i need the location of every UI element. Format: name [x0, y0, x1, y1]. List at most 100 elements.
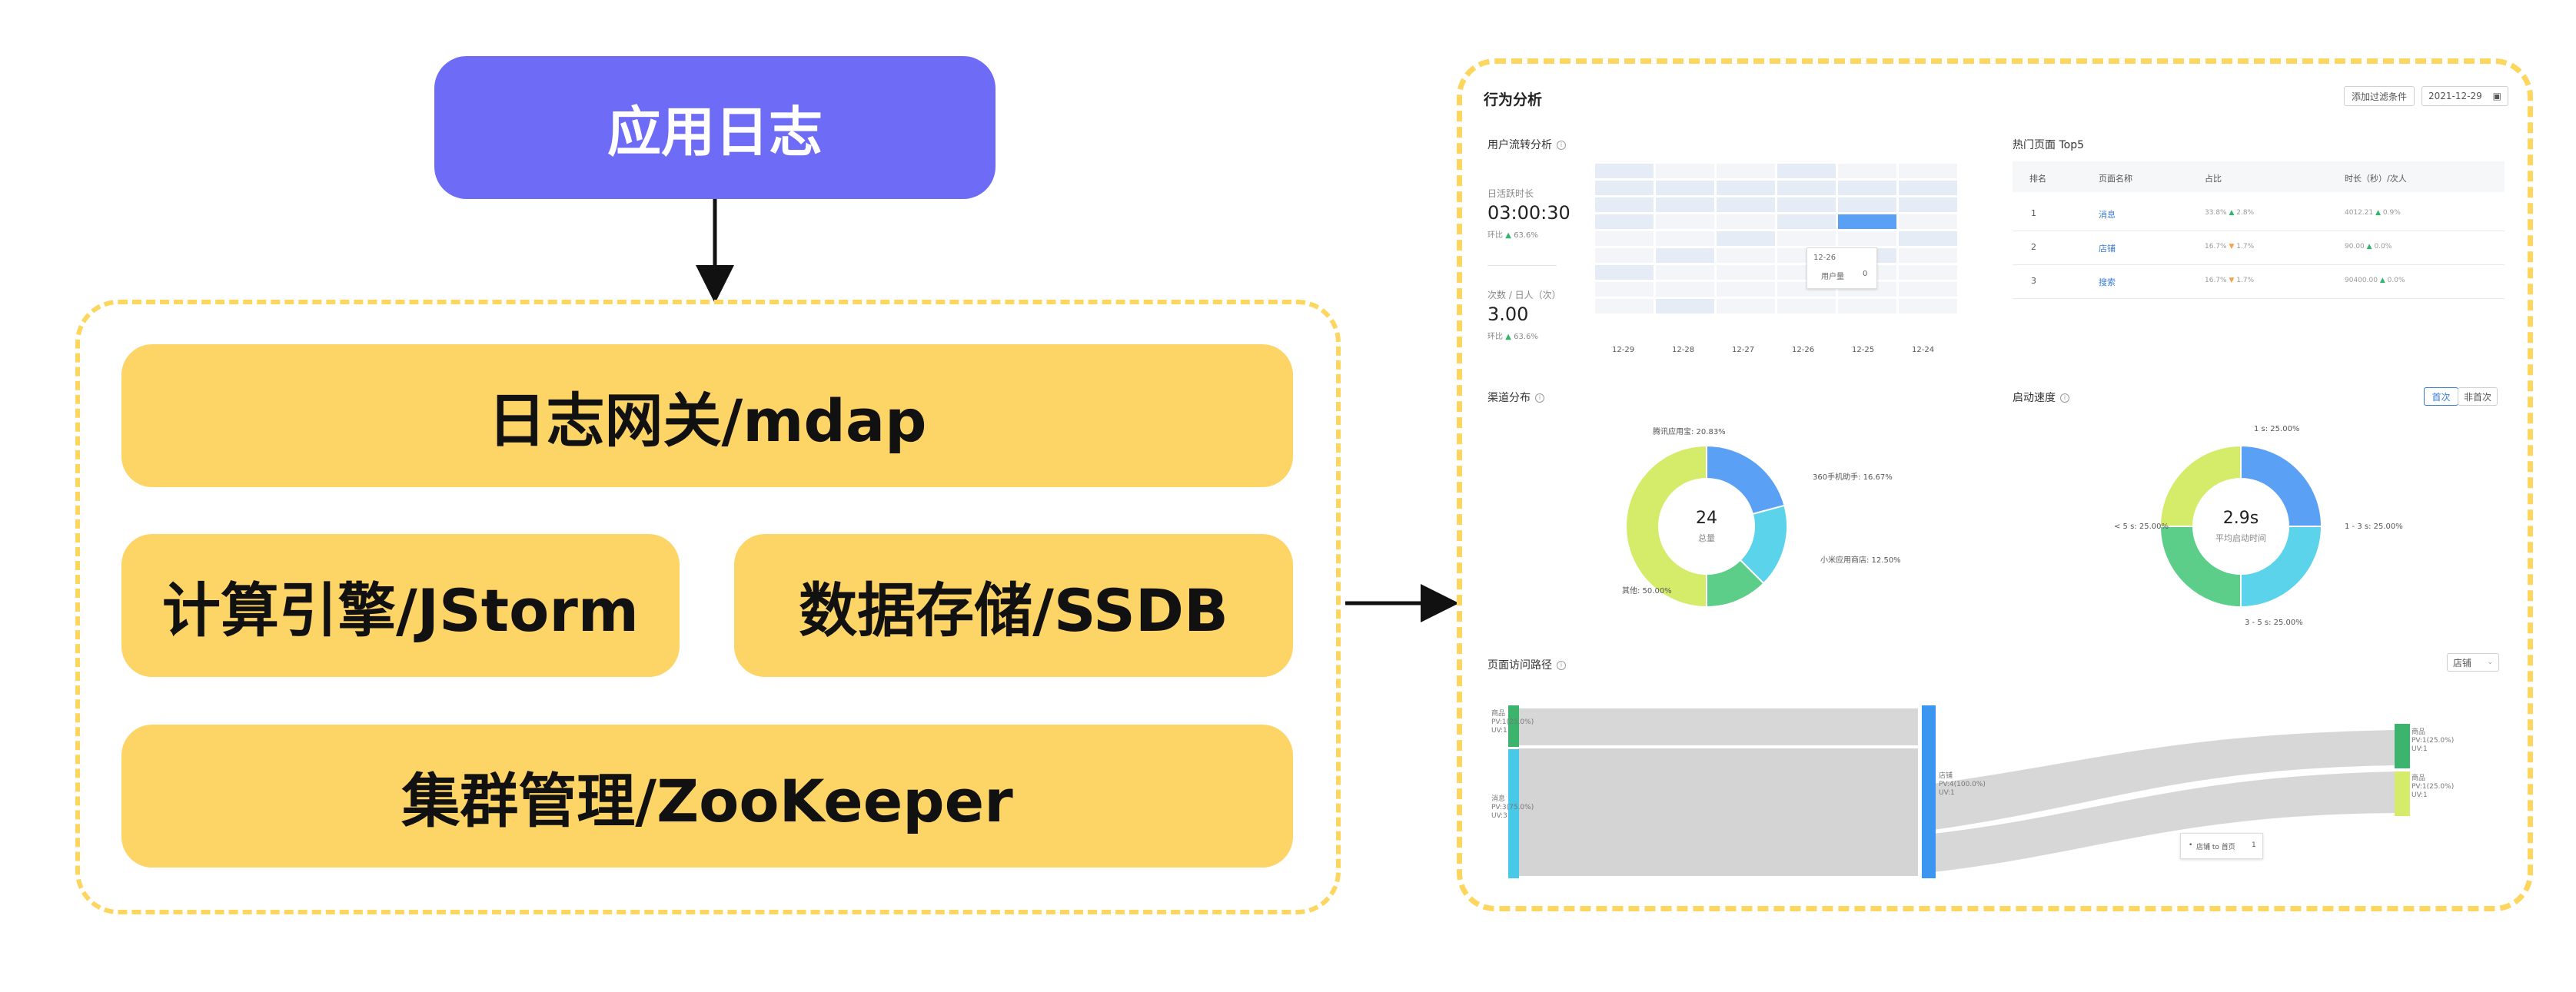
heatmap-cell: [1899, 265, 1957, 280]
heatmap-x-labels: 12-29 12-28 12-27 12-26 12-25 12-24: [1595, 346, 1979, 361]
duration-cell: 90400.00 ▲ 0.0%: [2345, 277, 2405, 284]
donut-slice: [2240, 444, 2323, 527]
heatmap-cell: [1838, 197, 1896, 212]
gateway-node: 日志网关/mdap: [121, 344, 1293, 487]
heatmap-cell: [1656, 299, 1714, 314]
heatmap-cell: [1777, 299, 1836, 314]
flow-select[interactable]: 店铺 ⌄: [2447, 653, 2499, 672]
channel-label: 360手机助手: 16.67%: [1813, 473, 1893, 482]
flow-link: [1518, 708, 1918, 745]
stat-divider: [1487, 265, 1557, 266]
heatmap-cell: [1899, 181, 1957, 195]
heatmap-cell: [1595, 299, 1654, 314]
flow-sankey: [1508, 705, 2410, 878]
compute-node: 计算引擎/JStorm: [121, 534, 680, 677]
info-icon: i: [1535, 393, 1544, 403]
heatmap-cell: [1838, 299, 1896, 314]
pipeline-container: [75, 300, 1341, 914]
donut-slice: [2159, 444, 2242, 527]
heatmap-cell: [1656, 164, 1714, 178]
heatmap-cell: [1838, 214, 1896, 229]
donut-slice: [2159, 526, 2242, 609]
date-picker[interactable]: 2021-12-29 ▣: [2421, 86, 2508, 106]
heatmap-cell: [1838, 164, 1896, 178]
page-link[interactable]: 消息: [2099, 210, 2116, 220]
heatmap-cell: [1595, 214, 1654, 229]
x-label: 12-24: [1912, 346, 1935, 354]
heatmap-cell: [1717, 248, 1775, 263]
rank-cell: 1: [2031, 208, 2036, 218]
heatmap-cell: [1838, 181, 1896, 195]
heatmap-cell: [1595, 164, 1654, 178]
duration-cell: 90.00 ▲ 0.0%: [2345, 243, 2392, 250]
duration-cell: 4012.21 ▲ 0.9%: [2345, 209, 2401, 217]
page-link[interactable]: 搜索: [2099, 277, 2116, 287]
heatmap-cell: [1656, 214, 1714, 229]
storage-node: 数据存储/SSDB: [734, 534, 1293, 677]
heatmap-cell: [1899, 214, 1957, 229]
rank-cell: 3: [2031, 276, 2036, 286]
flow-select-value: 店铺: [2453, 657, 2472, 669]
heatmap-cell: [1717, 197, 1775, 212]
x-label: 12-25: [1852, 346, 1875, 354]
heatmap-cell: [1777, 197, 1836, 212]
stat1-label: 日活跃时长: [1487, 188, 1534, 199]
heatmap-cell: [1777, 231, 1836, 246]
startup-avg: 2.9s: [2222, 509, 2259, 528]
heatmap-cell: [1899, 299, 1957, 314]
heatmap-cell: [1899, 164, 1957, 178]
heatmap-cell: [1777, 214, 1836, 229]
retention-heatmap: [1595, 164, 1957, 314]
channel-label: 小米应用商店: 12.50%: [1820, 556, 1901, 565]
channel-donut: [1625, 444, 1788, 609]
table-row[interactable]: [2013, 197, 2505, 231]
heatmap-cell: [1656, 231, 1714, 246]
table-row[interactable]: [2013, 265, 2505, 299]
top-pages-title: 热门页面 Top5: [2013, 139, 2084, 151]
heatmap-cell: [1717, 164, 1775, 178]
dashboard-title: 行为分析: [1484, 91, 1543, 108]
info-icon: i: [1557, 141, 1566, 150]
heatmap-tooltip: 12-26 用户量 0: [1807, 247, 1877, 289]
heatmap-cell: [1595, 282, 1654, 297]
flow-tooltip: • 店铺 to 首页 1: [2180, 833, 2263, 859]
heatmap-cell: [1595, 248, 1654, 263]
heatmap-cell: [1595, 197, 1654, 212]
startup-label: < 5 s: 25.00%: [2114, 523, 2169, 531]
startup-donut: [2159, 444, 2323, 609]
heatmap-cell: [1899, 197, 1957, 212]
col-page: 页面名称: [2099, 174, 2132, 184]
stat2-change: 环比 ▲ 63.6%: [1487, 333, 1538, 341]
heatmap-cell: [1656, 181, 1714, 195]
heatmap-cell: [1899, 231, 1957, 246]
donut-slice: [2240, 526, 2323, 609]
flow-node: [1922, 705, 1936, 878]
stat1-change: 环比 ▲ 63.6%: [1487, 231, 1538, 240]
x-label: 12-29: [1612, 346, 1635, 354]
heatmap-cell: [1717, 299, 1775, 314]
info-icon: i: [2060, 393, 2069, 403]
tab-non-first-launch[interactable]: 非首次: [2458, 387, 2498, 406]
add-filter-button[interactable]: 添加过滤条件: [2344, 86, 2415, 106]
flow-link: [1518, 748, 1918, 876]
heatmap-cell: [1717, 265, 1775, 280]
heatmap-cell: [1717, 282, 1775, 297]
donut-slice: [1625, 444, 1707, 609]
calendar-icon: ▣: [2492, 91, 2501, 101]
stat1-value: 03:00:30: [1487, 202, 1571, 224]
col-rank: 排名: [2029, 174, 2046, 184]
table-row[interactable]: [2013, 231, 2505, 265]
tab-first-launch[interactable]: 首次: [2424, 387, 2458, 406]
heatmap-cell: [1656, 197, 1714, 212]
heatmap-cell: [1595, 231, 1654, 246]
channel-label: 其他: 50.00%: [1622, 587, 1672, 596]
chevron-down-icon: ⌄: [2487, 659, 2493, 666]
heatmap-cell: [1777, 181, 1836, 195]
page-link[interactable]: 店铺: [2099, 244, 2116, 254]
